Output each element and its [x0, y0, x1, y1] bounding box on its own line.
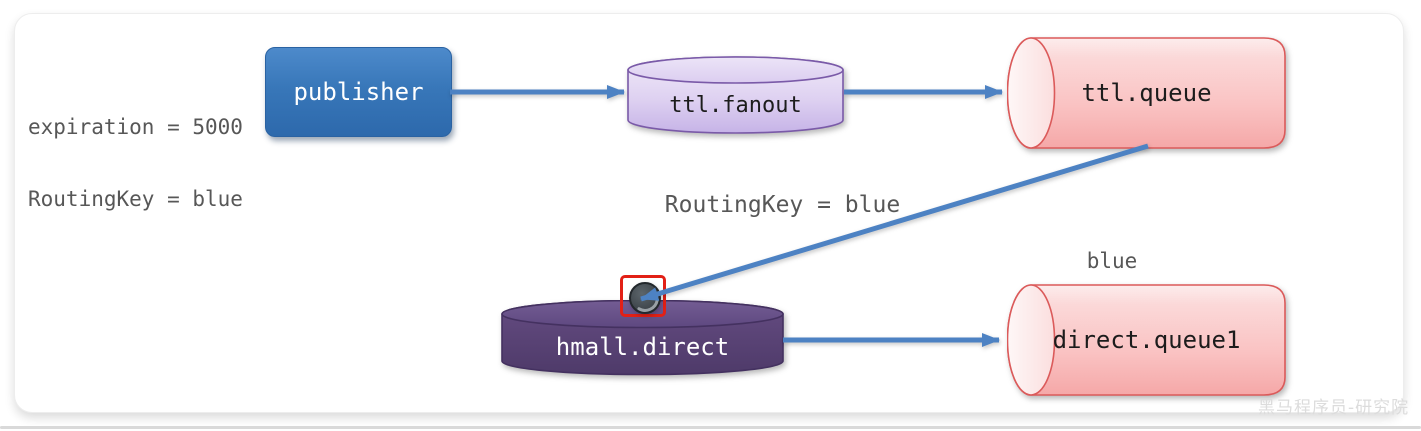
node-publisher: publisher	[265, 47, 452, 137]
routing-key-label: RoutingKey = blue	[28, 187, 243, 211]
node-ttl-queue-label: ttl.queue	[1081, 79, 1212, 107]
page-divider	[0, 426, 1421, 429]
node-direct-queue1-shape	[1007, 284, 1286, 396]
binding-key-label: blue	[1086, 249, 1138, 273]
dead-letter-routing-key-label: RoutingKey = blue	[664, 192, 901, 218]
watermark: 黑马程序员-研究院	[1258, 398, 1410, 418]
node-hmall-direct-shape	[501, 300, 784, 376]
node-direct-queue1-label: direct.queue1	[1052, 326, 1241, 354]
node-ttl-fanout-label: ttl.fanout	[669, 92, 802, 118]
binding-highlight-box	[620, 275, 666, 317]
expiration-label: expiration = 5000	[28, 115, 243, 139]
publisher-label: publisher	[293, 78, 424, 106]
message-properties: expiration = 5000 RoutingKey = blue	[28, 109, 243, 217]
node-ttl-queue-shape	[1007, 37, 1286, 149]
node-hmall-direct-label: hmall.direct	[555, 333, 730, 361]
node-ttl-fanout-shape	[627, 56, 844, 134]
